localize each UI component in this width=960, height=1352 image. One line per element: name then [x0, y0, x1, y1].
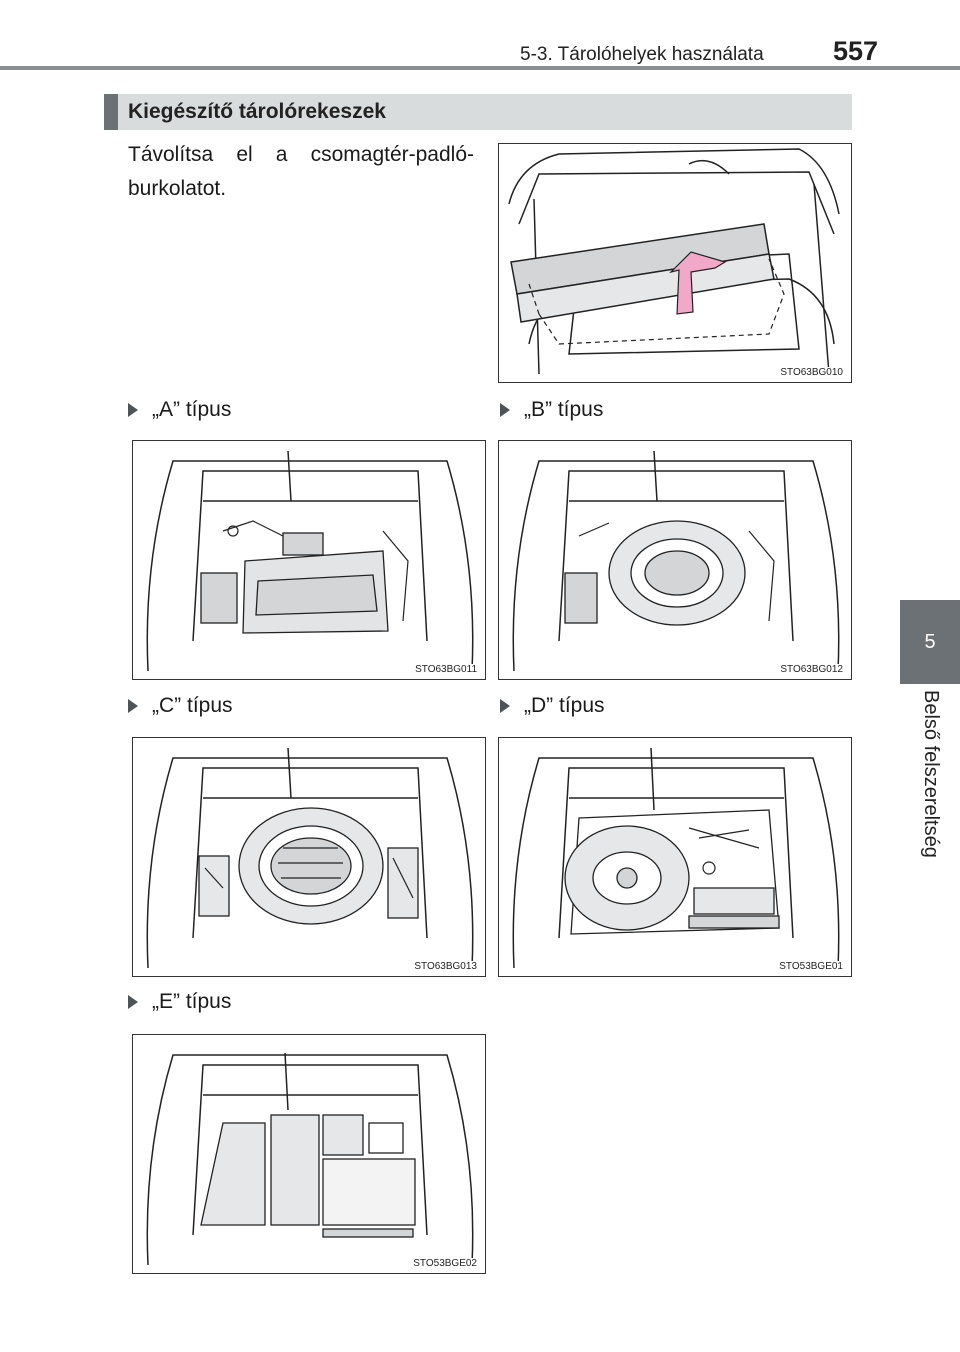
- section-heading: Kiegészítő tárolórekeszek: [104, 94, 852, 130]
- figure-type-d: STO53BGE01: [498, 737, 852, 977]
- figure-code: STO53BGE01: [777, 961, 845, 972]
- chapter-label-wrap: Belső felszereltség: [900, 690, 960, 910]
- figure-code: STO53BGE02: [411, 1258, 479, 1269]
- figure-type-c: STO63BG013: [132, 737, 486, 977]
- arrow-icon: [500, 403, 510, 417]
- page-number: 557: [833, 36, 879, 66]
- label-type-e-text: „E” típus: [152, 990, 232, 1013]
- figure-code: STO63BG012: [778, 664, 845, 675]
- trunk-floor-illustration: [508, 148, 840, 375]
- figure-code: STO63BG010: [778, 367, 845, 378]
- label-type-b: „B” típus: [500, 398, 603, 422]
- figure-type-e: STO53BGE02: [132, 1034, 486, 1274]
- trunk-type-e-illustration: [146, 1052, 474, 1266]
- chapter-tab: 5: [900, 600, 960, 684]
- trunk-type-c-illustration: [146, 747, 474, 969]
- label-type-c-text: „C” típus: [152, 694, 233, 717]
- header-rule: [0, 66, 960, 70]
- trunk-type-a-illustration: [146, 450, 474, 672]
- trunk-type-d-illustration: [512, 747, 840, 969]
- label-type-d: „D” típus: [500, 694, 605, 718]
- arrow-icon: [500, 699, 510, 713]
- label-type-b-text: „B” típus: [524, 398, 604, 421]
- figure-main: STO63BG010: [498, 143, 852, 383]
- intro-text: Távolítsa el a csomagtér-padló-burkolato…: [128, 143, 474, 200]
- arrow-icon: [128, 403, 138, 417]
- section-title: Kiegészítő tárolórekeszek: [128, 100, 386, 123]
- chapter-number: 5: [924, 630, 936, 653]
- arrow-icon: [128, 995, 138, 1009]
- label-type-e: „E” típus: [128, 990, 231, 1014]
- figure-code: STO63BG013: [412, 961, 479, 972]
- label-type-d-text: „D” típus: [524, 694, 605, 717]
- chapter-label: Belső felszereltség: [920, 690, 942, 858]
- arrow-icon: [128, 699, 138, 713]
- figure-type-a: STO63BG011: [132, 440, 486, 680]
- trunk-type-b-illustration: [512, 450, 840, 672]
- header-section-title: 5-3. Tárolóhelyek használata: [520, 44, 764, 65]
- label-type-a-text: „A” típus: [152, 398, 232, 421]
- label-type-a: „A” típus: [128, 398, 231, 422]
- figure-code: STO63BG011: [413, 664, 479, 675]
- figure-type-b: STO63BG012: [498, 440, 852, 680]
- label-type-c: „C” típus: [128, 694, 233, 718]
